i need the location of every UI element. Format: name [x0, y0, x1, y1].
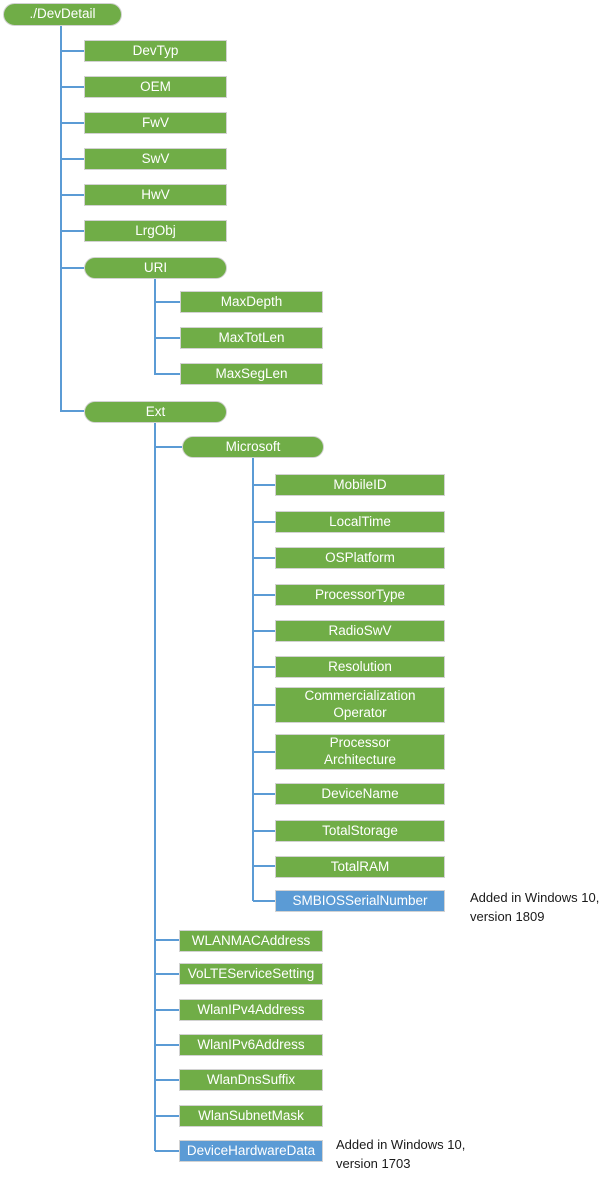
connector-stub-wlanmacaddress [155, 939, 179, 941]
node-hwv: HwV [84, 184, 227, 206]
connector-stub-smbiosserialnumber [253, 900, 275, 902]
connector-stub-lrgobj [61, 230, 84, 232]
node-devicename: DeviceName [275, 783, 445, 805]
connector-stub-ext [61, 410, 84, 412]
node-mobileid: MobileID [275, 474, 445, 496]
connector-stub-devicename [253, 793, 275, 795]
node-totalstorage: TotalStorage [275, 820, 445, 842]
connector-stub-radioswv [253, 630, 275, 632]
node-osplatform: OSPlatform [275, 547, 445, 569]
node-commercialization-operator: Commercialization Operator [275, 687, 445, 723]
node-maxseglen: MaxSegLen [180, 363, 323, 385]
connector-stub-uri [61, 267, 84, 269]
node-wlanipv4address: WlanIPv4Address [179, 999, 323, 1021]
node-label-line: Processor [329, 735, 391, 751]
node-wlansubnetmask: WlanSubnetMask [179, 1105, 323, 1127]
connector-ext-trunk [154, 423, 156, 1151]
connector-microsoft-trunk [252, 458, 254, 901]
connector-stub-localtime [253, 521, 275, 523]
node-label-line: Architecture [323, 752, 397, 767]
connector-stub-resolution [253, 666, 275, 668]
connector-stub-processortype [253, 594, 275, 596]
node-lrgobj: LrgObj [84, 220, 227, 242]
node-label-line: Operator [333, 705, 387, 720]
annotation-added-1809: Added in Windows 10, version 1809 [470, 888, 599, 926]
node-processortype: ProcessorType [275, 584, 445, 606]
connector-stub-commercialization-operator [253, 704, 275, 706]
connector-stub-fwv [61, 122, 84, 124]
node-wlanipv6address: WlanIPv6Address [179, 1034, 323, 1056]
connector-stub-processor-architecture [253, 751, 275, 753]
connector-stub-maxseglen [155, 373, 180, 375]
annotation-line: version 1703 [336, 1156, 411, 1171]
connector-stub-wlanipv4address [155, 1009, 179, 1011]
connector-stub-swv [61, 158, 84, 160]
node-smbiosserialnumber: SMBIOSSerialNumber [275, 890, 445, 912]
connector-stub-totalram [253, 865, 275, 867]
node-devtyp: DevTyp [84, 40, 227, 62]
node-maxtotlen: MaxTotLen [180, 327, 323, 349]
connector-stub-voltservicesetting [155, 973, 179, 975]
connector-stub-devicehardwaredata [155, 1150, 179, 1152]
node-swv: SwV [84, 148, 227, 170]
connector-stub-microsoft [155, 446, 182, 448]
node-radioswv: RadioSwV [275, 620, 445, 642]
connector-stub-wlandnssuffix [155, 1079, 179, 1081]
connector-stub-wlanipv6address [155, 1044, 179, 1046]
connector-stub-hwv [61, 194, 84, 196]
node-localtime: LocalTime [275, 511, 445, 533]
connector-stub-maxdepth [155, 301, 180, 303]
node-microsoft: Microsoft [182, 436, 324, 458]
node-fwv: FwV [84, 112, 227, 134]
node-wlandnssuffix: WlanDnsSuffix [179, 1069, 323, 1091]
node-devdetail-root: ./DevDetail [3, 3, 122, 26]
connector-stub-oem [61, 86, 84, 88]
connector-stub-totalstorage [253, 830, 275, 832]
node-maxdepth: MaxDepth [180, 291, 323, 313]
node-wlanmacaddress: WLANMACAddress [179, 930, 323, 952]
node-totalram: TotalRAM [275, 856, 445, 878]
connector-stub-devtyp [61, 50, 84, 52]
node-voltservicesetting: VoLTEServiceSetting [179, 963, 323, 985]
annotation-line: Added in Windows 10, [336, 1137, 466, 1152]
connector-stub-osplatform [253, 557, 275, 559]
node-uri: URI [84, 257, 227, 279]
node-devicehardwaredata: DeviceHardwareData [179, 1140, 323, 1162]
connector-root-trunk [60, 26, 62, 412]
node-processor-architecture: Processor Architecture [275, 734, 445, 770]
connector-uri-trunk [154, 279, 156, 375]
connector-stub-mobileid [253, 484, 275, 486]
node-label-line: Commercialization [304, 688, 416, 704]
annotation-line: Added in Windows 10, [470, 890, 600, 905]
node-resolution: Resolution [275, 656, 445, 678]
node-oem: OEM [84, 76, 227, 98]
connector-stub-maxtotlen [155, 337, 180, 339]
connector-stub-wlansubnetmask [155, 1115, 179, 1117]
annotation-added-1703: Added in Windows 10, version 1703 [336, 1135, 465, 1173]
annotation-line: version 1809 [470, 909, 545, 924]
node-ext: Ext [84, 401, 227, 423]
